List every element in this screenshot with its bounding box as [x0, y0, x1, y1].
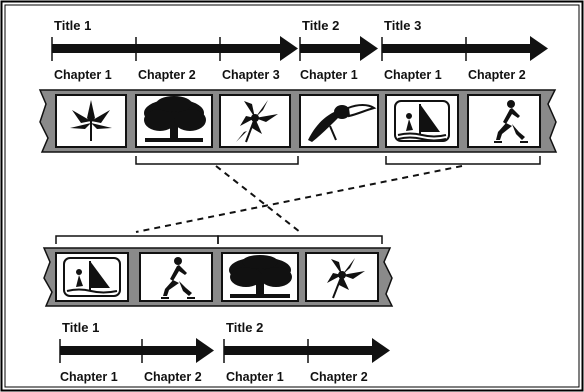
top-frame-6 [467, 94, 541, 148]
windsurfer-icon [63, 257, 121, 297]
bottom-chapter-label: Chapter 2 [144, 370, 202, 384]
bottom-timeline: Title 1 Title 2 Chapter 1 Chapter 2 Chap… [59, 320, 390, 384]
skater-icon [161, 257, 195, 299]
bottom-title-1-arrow [59, 338, 214, 363]
bottom-title-label: Title 1 [62, 320, 99, 335]
toucan-bird-icon [308, 104, 377, 142]
bottom-title-label: Title 2 [226, 320, 263, 335]
top-timeline: Title 1 Title 2 Title 3 Chapter 1 Chapte… [51, 18, 548, 82]
top-chapter-label: Chapter 2 [468, 68, 526, 82]
top-chapter-label: Chapter 1 [384, 68, 442, 82]
top-title-label: Title 2 [302, 18, 339, 33]
top-film-strip [38, 89, 558, 153]
top-selection-brackets [135, 156, 541, 165]
windsurfer-icon [394, 100, 450, 142]
tree-icon [229, 255, 292, 298]
top-chapter-label: Chapter 3 [222, 68, 280, 82]
lily-flower-icon [327, 258, 365, 299]
bottom-chapter-label: Chapter 2 [310, 370, 368, 384]
cannabis-leaf-icon [70, 100, 112, 141]
dashed-connectors [135, 165, 463, 233]
top-chapter-label: Chapter 2 [138, 68, 196, 82]
skater-icon [494, 100, 528, 143]
top-title-2-arrow [299, 36, 378, 61]
figure-inner-border [4, 4, 580, 388]
bottom-film-strip [42, 247, 394, 307]
bottom-chapter-label: Chapter 1 [226, 370, 284, 384]
tree-icon [144, 96, 206, 142]
top-title-3-arrow [381, 36, 548, 61]
top-title-1-arrow [51, 36, 298, 61]
lily-flower-icon [236, 100, 278, 143]
top-title-label: Title 1 [54, 18, 91, 33]
bottom-chapter-label: Chapter 1 [60, 370, 118, 384]
bottom-selection-brackets [55, 235, 383, 244]
top-chapter-label: Chapter 1 [54, 68, 112, 82]
top-title-label: Title 3 [384, 18, 421, 33]
bottom-title-2-arrow [223, 338, 390, 363]
top-chapter-label: Chapter 1 [300, 68, 358, 82]
bottom-frame-4 [305, 252, 379, 302]
